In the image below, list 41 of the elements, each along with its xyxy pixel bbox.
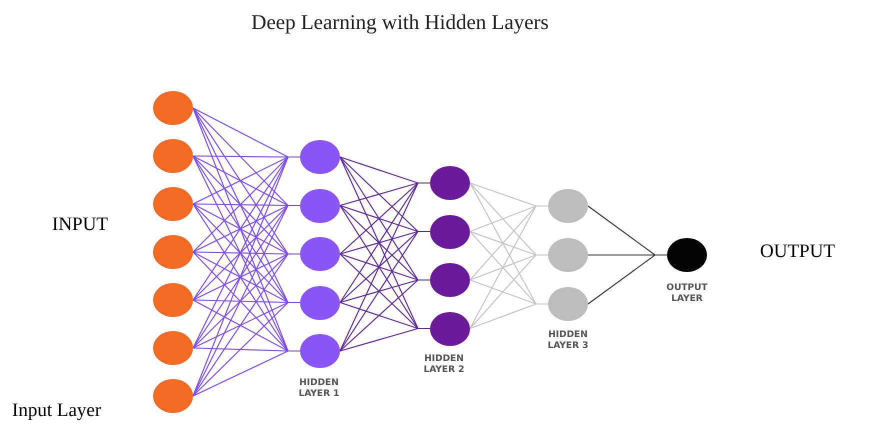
connection-line	[192, 350, 300, 396]
connection-line	[340, 328, 430, 352]
text-label: Input Layer	[12, 400, 102, 422]
neuron-circle	[548, 238, 588, 272]
connection-line	[588, 254, 667, 304]
text-label: OUTPUT	[760, 241, 835, 263]
layer-label: HIDDEN LAYER 1	[298, 378, 340, 400]
neuron-circle	[430, 214, 470, 248]
neuron-circle	[300, 237, 340, 271]
neuron-circle	[667, 238, 707, 272]
neuron-circle	[300, 188, 340, 222]
layer-label: OUTPUT LAYER	[665, 283, 709, 305]
connection-line	[340, 182, 430, 352]
neuron-circle	[300, 334, 340, 368]
connection-line	[470, 303, 548, 330]
connection-line	[470, 254, 548, 329]
connection-line	[192, 156, 300, 396]
neuron-circle	[430, 166, 470, 200]
diagram-title: Deep Learning with Hidden Layers	[250, 10, 550, 35]
text-label: INPUT	[52, 214, 108, 236]
connection-line	[192, 253, 300, 396]
neuron-circle	[153, 187, 193, 221]
neuron-circle	[153, 331, 193, 365]
connection-line	[340, 230, 430, 352]
neuron-circle	[153, 283, 193, 317]
neuron-circle	[300, 286, 340, 320]
neuron-circle	[153, 91, 193, 125]
neuron-circle	[548, 287, 588, 321]
neuron-circle	[153, 139, 193, 173]
layer-label: HIDDEN LAYER 3	[546, 330, 590, 352]
neuron-circle	[548, 189, 588, 223]
connection-line	[192, 204, 300, 396]
connection-line	[340, 279, 430, 352]
layer-label: HIDDEN LAYER 2	[422, 354, 466, 376]
neuron-circle	[300, 140, 340, 174]
connection-line	[192, 302, 300, 396]
connection-line	[470, 205, 548, 329]
neuron-circle	[430, 263, 470, 297]
neuron-circle	[153, 235, 193, 269]
neuron-circle	[430, 312, 470, 346]
neuron-circle	[153, 379, 193, 413]
